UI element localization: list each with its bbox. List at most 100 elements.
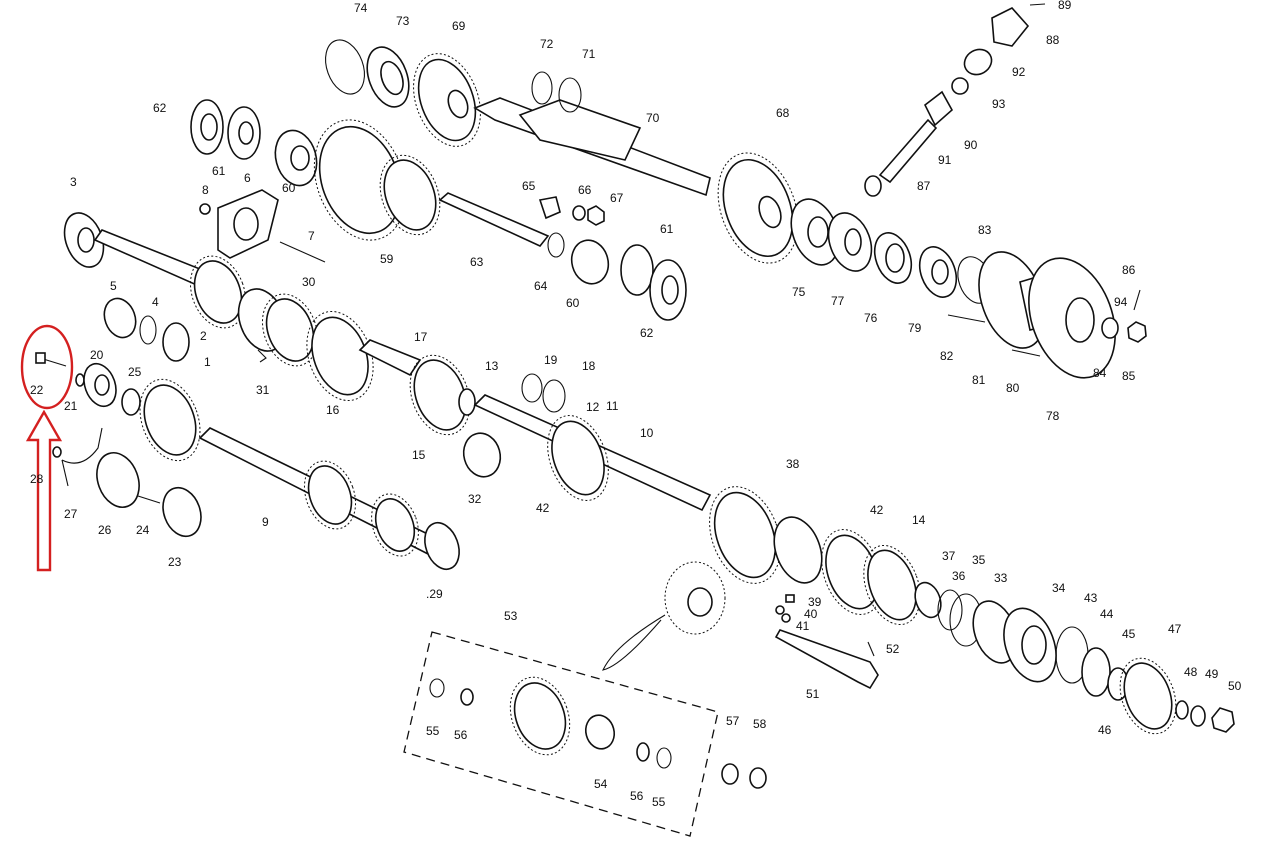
cover-88: [991, 7, 1030, 47]
part-label: 13: [485, 359, 499, 373]
part-label: 61: [660, 222, 674, 236]
thrust-washer-62b: [649, 259, 687, 321]
part-label: 54: [594, 777, 608, 791]
mainshaft-center: [358, 339, 422, 377]
washer-56: [460, 688, 474, 706]
part-label: 69: [452, 19, 466, 33]
part-label: 61: [212, 164, 226, 178]
housing-26: [96, 452, 140, 508]
pin-24: [137, 495, 161, 504]
part-label: 70: [646, 111, 660, 125]
part-label: 78: [1046, 409, 1060, 423]
part-label: 75: [792, 285, 806, 299]
bearing-75: [790, 198, 840, 266]
gear-42: [547, 415, 609, 501]
circlip-36: [937, 589, 963, 631]
part-label: 10: [640, 426, 654, 440]
oil-seal-76: [873, 232, 913, 284]
washer-58: [749, 767, 767, 789]
part-label: 80: [1006, 381, 1020, 395]
circlip-55: [429, 678, 445, 698]
part-label: 49: [1205, 667, 1219, 681]
screw-89: [1029, 3, 1046, 6]
synchro-gear-38: [709, 486, 823, 584]
part-label: 44: [1100, 607, 1114, 621]
highlight-annotation: [20, 324, 74, 572]
part-label: 50: [1228, 679, 1242, 693]
part-label: 58: [753, 717, 767, 731]
part-label: 68: [776, 106, 790, 120]
part-label: 35: [972, 553, 986, 567]
nut-8: [199, 203, 211, 215]
bolt-80: [1011, 349, 1041, 357]
part-label: 5: [110, 279, 117, 293]
gear-68: [717, 152, 799, 264]
circlip-18: [542, 379, 566, 413]
spring-41: [781, 613, 791, 623]
part-label: 76: [864, 311, 878, 325]
bolt-7: [279, 241, 326, 263]
needle-roller-60: [274, 129, 318, 187]
spring-31: [257, 349, 267, 363]
part-label: 23: [168, 555, 182, 569]
thrust-plate-61b: [620, 244, 654, 296]
part-label: 77: [831, 294, 845, 308]
gear-47: [1119, 657, 1177, 735]
shift-fork-27: [61, 427, 103, 487]
part-label: 83: [978, 223, 992, 237]
part-label: 63: [470, 255, 484, 269]
part-label: 59: [380, 252, 394, 266]
bush-5: [103, 297, 137, 339]
bearing-77: [827, 212, 873, 272]
part-label: 65: [522, 179, 536, 193]
cluster-gear-59: [313, 119, 441, 241]
bearing-3: [63, 212, 105, 268]
part-label: 56: [630, 789, 644, 803]
part-label: 38: [786, 457, 800, 471]
gear-14: [863, 544, 921, 626]
part-label: 90: [964, 138, 978, 152]
part-label: 41: [796, 619, 810, 633]
thrust-washer-62: [190, 99, 224, 155]
pin-52: [867, 641, 875, 657]
washer-25: [121, 388, 141, 416]
part-label: 72: [540, 37, 554, 51]
part-label: 24: [136, 523, 150, 537]
part-label: 25: [128, 365, 142, 379]
circlip-4: [139, 315, 157, 345]
baulk-ring-44: [1081, 647, 1111, 697]
key-65: [538, 196, 561, 220]
part-label: 45: [1122, 627, 1136, 641]
part-label: 2: [200, 329, 207, 343]
bearing-20: [83, 362, 117, 408]
circlip-64: [547, 232, 565, 258]
part-label: 26: [98, 523, 112, 537]
part-label: 84: [1093, 366, 1107, 380]
part-label: 79: [908, 321, 922, 335]
part-label: 47: [1168, 622, 1182, 636]
part-label: 53: [504, 609, 518, 623]
yoke-23: [162, 486, 202, 538]
part-label: 62: [153, 101, 167, 115]
part-label: 81: [972, 373, 986, 387]
washer-2: [162, 322, 190, 362]
washer-49: [1190, 705, 1206, 727]
nut-67: [587, 205, 605, 226]
part-label: 27: [64, 507, 78, 521]
part-label: 31: [256, 383, 270, 397]
washer-66: [572, 205, 586, 221]
bearing-79: [918, 246, 958, 298]
kit-box-53: [403, 631, 719, 837]
part-label: 55: [426, 724, 440, 738]
shaft-70: [473, 97, 711, 197]
circlip-19: [521, 373, 543, 403]
circlip-74: [325, 39, 365, 95]
gear-15: [409, 354, 471, 436]
part-label: 52: [886, 642, 900, 656]
part-label: 89: [1058, 0, 1072, 12]
part-label: 11: [606, 399, 619, 413]
kit-gear: [509, 676, 571, 756]
speedo-gear-87: [864, 175, 882, 197]
part-label: 85: [1122, 369, 1136, 383]
part-label: 39: [808, 595, 822, 609]
